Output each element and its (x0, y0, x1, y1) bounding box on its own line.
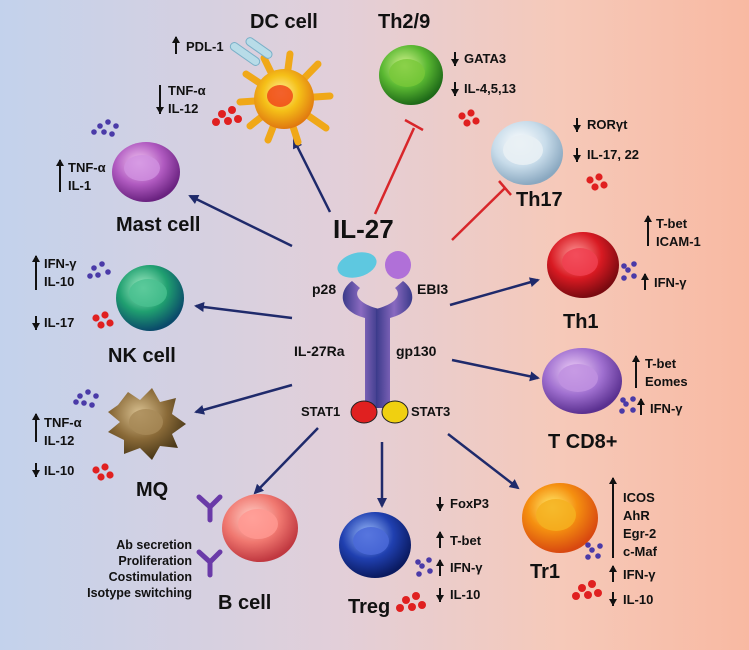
tr1-up-marker-1: ICOS (623, 490, 655, 505)
arrow-to-mq (194, 383, 293, 415)
th29-title: Th2/9 (378, 11, 431, 33)
bcell-effect-3: Costimulation (108, 570, 192, 584)
stat3-dot (381, 400, 409, 424)
tr1-cytokine-up: IFN-γ (623, 567, 656, 582)
nk-cell-shape (116, 265, 184, 331)
ebi3-label: EBI3 (417, 281, 449, 297)
th1-up-marker-2: ICAM-1 (656, 234, 701, 249)
il27-title: IL-27 (333, 214, 394, 244)
treg-up-marker-1: T-bet (450, 533, 482, 548)
arrow-to-bcell (253, 427, 319, 495)
arrow-to-mast (188, 194, 293, 248)
blue-cytokine-dots (73, 119, 637, 577)
bcell-effect-4: Isotype switching (87, 586, 192, 600)
tr1-title: Tr1 (530, 561, 561, 583)
il27ra-label: IL-27Ra (294, 343, 345, 359)
inhibit-th29 (373, 127, 416, 215)
cd8-up-marker-2: Eomes (645, 374, 688, 389)
inhibit-th17 (451, 187, 506, 241)
th1-up-markers: T-bet ICAM-1 (656, 215, 701, 251)
bcell-shape (196, 494, 298, 578)
th1-title: Th1 (563, 311, 599, 333)
bcell-effects: Ab secretion Proliferation Costimulation… (87, 537, 192, 601)
cd8-cytokine-up: IFN-γ (650, 401, 683, 416)
mq-title: MQ (136, 479, 169, 501)
arrow-to-tr1 (447, 433, 520, 490)
red-cytokine-dots (92, 106, 608, 612)
gp130-chain (376, 281, 413, 408)
arrow-to-cd8 (451, 358, 540, 382)
th17-title: Th17 (516, 189, 563, 211)
tr1-up-marker-4: c-Maf (623, 544, 657, 559)
stat3-label: STAT3 (411, 404, 451, 419)
gp130-label: gp130 (396, 343, 437, 359)
treg-cell-shape (339, 512, 411, 578)
tr1-cytokine-down: IL-10 (623, 592, 654, 607)
treg-down-marker-2: IL-10 (450, 587, 481, 602)
cd8-cell-shape (542, 348, 622, 414)
bcell-title: B cell (218, 592, 272, 614)
dc-down-marker-1: TNF-α (168, 83, 206, 98)
th17-down-marker-1: RORγt (587, 117, 628, 132)
th1-cytokine-up: IFN-γ (654, 275, 687, 290)
mast-up-marker-2: IL-1 (68, 178, 92, 193)
dc-cell-shape (229, 37, 334, 146)
th17-down-marker-2: IL-17, 22 (587, 147, 640, 162)
il27-receptor-complex (337, 251, 413, 424)
nk-down-marker: IL-17 (44, 315, 75, 330)
bcell-effect-2: Proliferation (118, 554, 192, 568)
mast-up-marker-1: TNF-α (68, 160, 106, 175)
th17-cell-shape (491, 121, 563, 185)
th29-cell-shape (379, 45, 443, 105)
dc-cell-title: DC cell (250, 11, 318, 33)
th1-up-marker-1: T-bet (656, 216, 688, 231)
tr1-up-markers: ICOS AhR Egr-2 c-Maf (623, 489, 657, 561)
arrow-to-nk (194, 302, 293, 320)
stat1-dot (350, 400, 378, 424)
nk-up-marker-1: IFN-γ (44, 256, 77, 271)
mast-cell-shape (112, 142, 180, 202)
arrow-to-dc (292, 138, 332, 213)
mast-cell-title: Mast cell (116, 214, 201, 236)
stat1-label: STAT1 (301, 404, 341, 419)
bcell-effect-1: Ab secretion (116, 538, 192, 552)
mast-up-markers: TNF-α IL-1 (68, 159, 106, 195)
tr1-cell-shape (522, 483, 598, 553)
nk-cell-title: NK cell (108, 345, 176, 367)
mq-cell-shape (108, 388, 186, 460)
p28-label: p28 (312, 281, 337, 297)
th29-down-marker-2: IL-4,5,13 (464, 81, 517, 96)
dc-up-marker: PDL-1 (186, 39, 224, 54)
cd8-title: T CD8+ (548, 431, 618, 453)
mq-up-marker-2: IL-12 (44, 433, 75, 448)
treg-up-marker-2: IFN-γ (450, 560, 483, 575)
nk-up-markers: IFN-γ IL-10 (44, 255, 77, 291)
tr1-up-marker-2: AhR (623, 508, 650, 523)
cd8-up-markers: T-bet Eomes (645, 355, 688, 391)
mq-up-marker-1: TNF-α (44, 415, 82, 430)
p28-subunit (337, 252, 377, 278)
nk-up-marker-2: IL-10 (44, 274, 75, 289)
arrow-to-th1 (449, 277, 540, 307)
treg-down-marker-1: FoxP3 (450, 496, 490, 511)
mq-down-marker: IL-10 (44, 463, 75, 478)
tr1-up-marker-3: Egr-2 (623, 526, 657, 541)
cd8-up-marker-1: T-bet (645, 356, 677, 371)
dc-down-marker-2: IL-12 (168, 101, 199, 116)
treg-title: Treg (348, 596, 391, 618)
mq-up-markers: TNF-α IL-12 (44, 414, 82, 450)
th29-down-marker-1: GATA3 (464, 51, 507, 66)
th1-cell-shape (547, 232, 619, 298)
il27ra-chain (342, 281, 379, 408)
ebi3-subunit (385, 251, 411, 279)
